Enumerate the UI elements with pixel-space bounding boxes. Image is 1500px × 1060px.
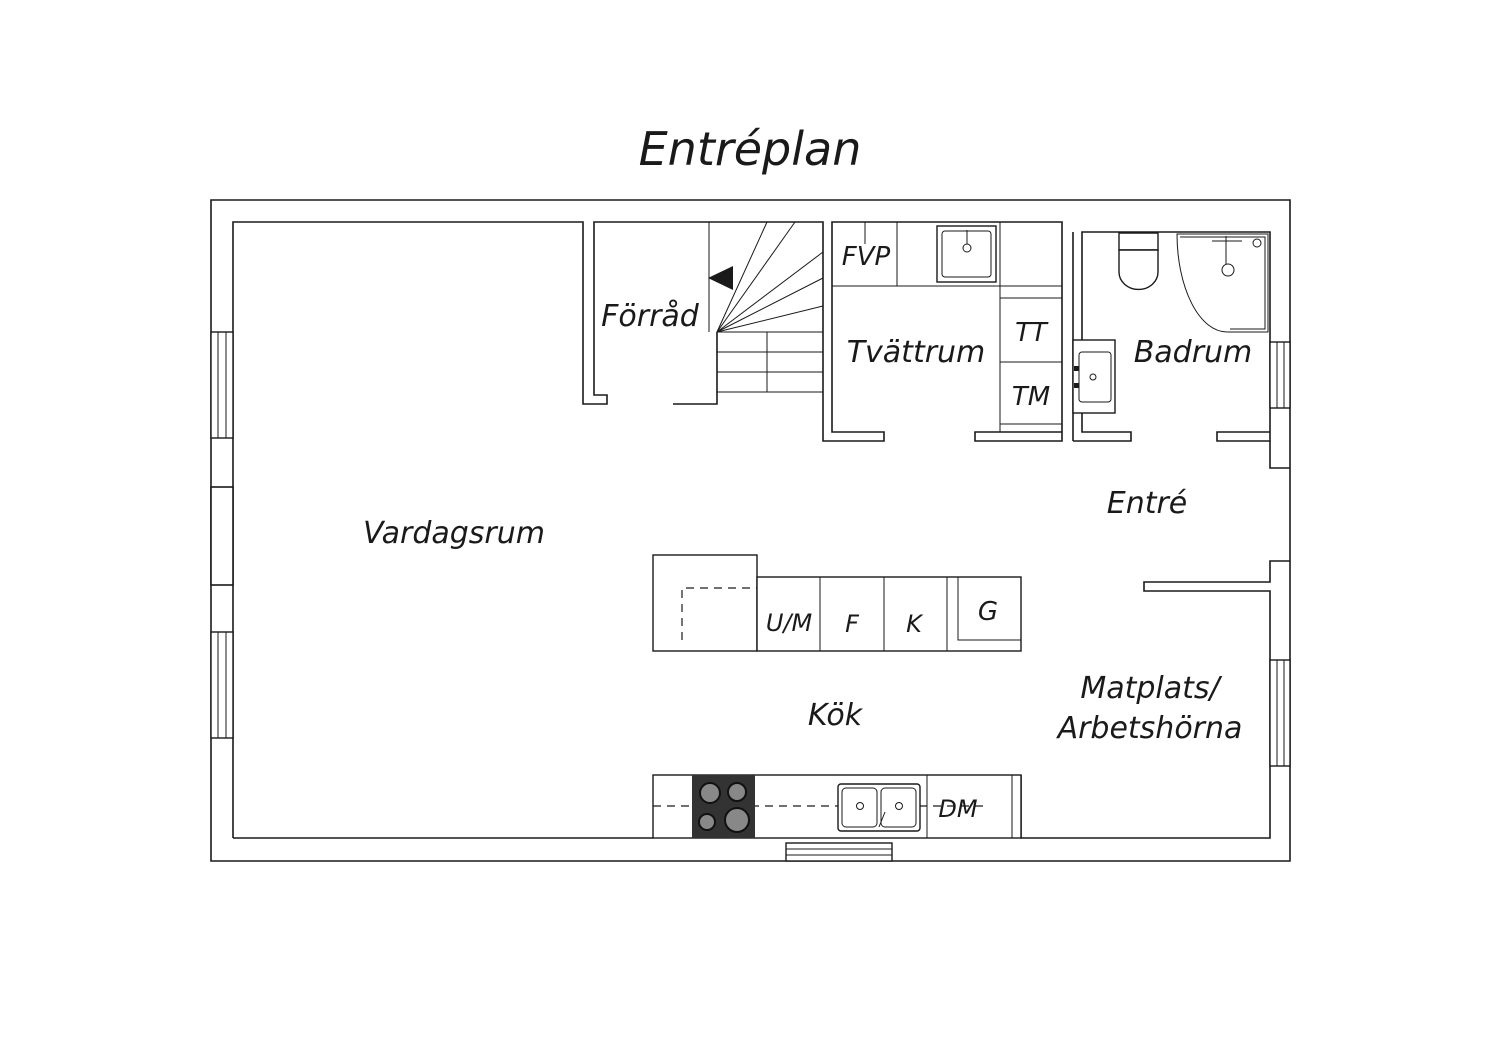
fixture-label-fvp: FVP [842,242,891,272]
windows [210,331,1291,862]
bathroom-fixtures [1072,232,1269,414]
room-label-arbetshorna: Arbetshörna [1056,711,1243,746]
room-label-forrad: Förråd [601,299,700,334]
laundry-fixtures [832,222,1062,432]
fixture-label-k: K [906,610,924,638]
fixture-label-um: U/M [766,609,813,637]
room-label-kok: Kök [808,698,864,733]
room-label-badrum: Badrum [1134,335,1253,370]
room-label-tvattrum: Tvättrum [847,335,986,370]
fixture-label-tt: TT [1015,318,1049,348]
staircase [708,221,824,393]
fixture-label-g: G [978,597,998,627]
plan-title: Entréplan [638,122,862,176]
stair-direction-icon [708,266,733,290]
fixture-label-dm: DM [938,795,977,823]
kitchen-island [652,554,1022,652]
sink-icon [837,783,921,832]
fixture-label-tm: TM [1012,382,1050,412]
room-label-matplats: Matplats/ [1080,671,1222,706]
room-label-vardagsrum: Vardagsrum [363,516,545,551]
room-label-entre: Entré [1107,486,1188,521]
kitchen-counter [652,774,1022,839]
fixture-label-f: F [845,610,860,638]
